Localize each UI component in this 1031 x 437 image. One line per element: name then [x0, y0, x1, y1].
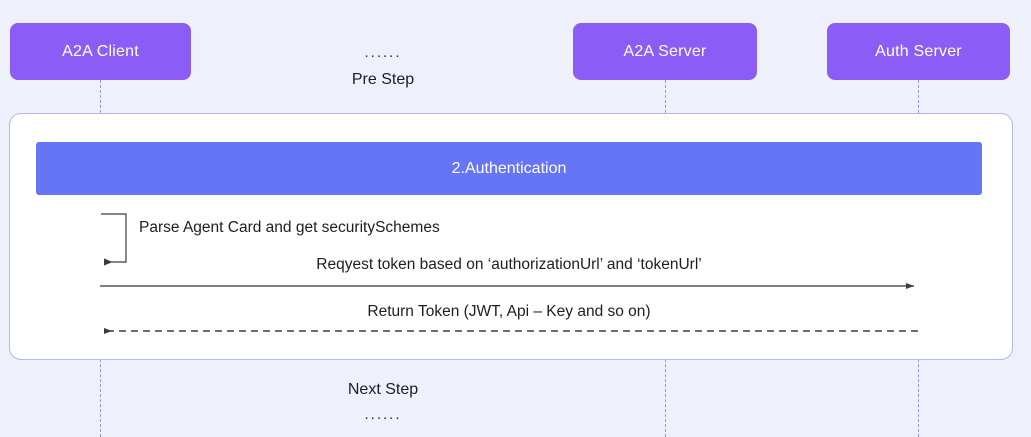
pre-step-dots: ...... — [364, 44, 402, 61]
pre-step-annotation: ...... Pre Step — [283, 44, 483, 92]
next-step-dots: ...... — [364, 406, 402, 423]
pre-step-label: Pre Step — [351, 71, 415, 88]
next-step-label: Next Step — [347, 381, 419, 398]
participant-label: Auth Server — [875, 42, 962, 60]
participant-label: A2A Server — [623, 42, 707, 60]
section-banner-authentication[interactable]: 2.Authentication — [36, 142, 982, 195]
participant-a2a-client[interactable]: A2A Client — [10, 23, 191, 80]
message-label-request-token: Reqyest token based on ‘authorizationUrl… — [316, 256, 702, 273]
message-arrow-return-token — [104, 328, 918, 334]
next-step-annotation: Next Step ...... — [283, 378, 483, 424]
participant-auth-server[interactable]: Auth Server — [827, 23, 1010, 80]
participant-label: A2A Client — [62, 42, 139, 60]
message-label-parse-agent-card: Parse Agent Card and get securitySchemes — [139, 219, 440, 236]
message-label-return-token: Return Token (JWT, Api – Key and so on) — [367, 303, 651, 320]
message-arrow-request-token — [100, 283, 914, 289]
section-banner-label: 2.Authentication — [451, 159, 567, 177]
participant-a2a-server[interactable]: A2A Server — [573, 23, 757, 80]
self-loop-arrow — [101, 213, 127, 266]
